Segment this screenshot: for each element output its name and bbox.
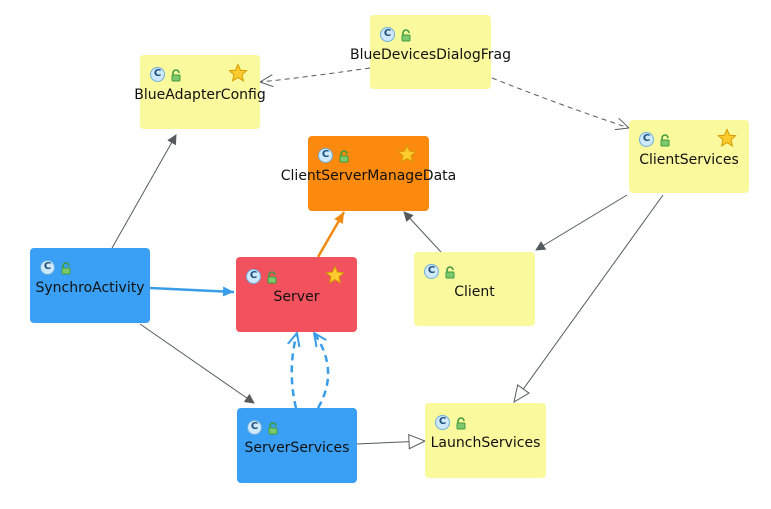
- class-icon: C: [247, 420, 262, 435]
- class-icon: C: [318, 148, 333, 163]
- class-name-label: LaunchServices: [430, 435, 541, 451]
- class-name-label: ClientServerManageData: [280, 168, 457, 184]
- class-name-label: SynchroActivity: [35, 280, 145, 296]
- edge-bluedevices-to-clientservices: [491, 77, 629, 128]
- edge-synchro-to-blueadapter: [111, 134, 177, 249]
- star-icon: [325, 265, 345, 285]
- unlocked-lock-icon: [443, 265, 457, 279]
- class-name-label: ClientServices: [639, 152, 739, 168]
- unlocked-lock-icon: [266, 421, 280, 435]
- edge-serverservices-to-server-b: [314, 333, 330, 409]
- node-client[interactable]: C Client: [414, 252, 535, 326]
- node-server[interactable]: C Server: [236, 257, 357, 332]
- class-name-label: BlueAdapterConfig: [134, 87, 266, 103]
- node-synchro-activity[interactable]: C SynchroActivity: [30, 248, 150, 323]
- node-server-services[interactable]: C ServerServices: [237, 408, 357, 483]
- unlocked-lock-icon: [337, 149, 351, 163]
- unlocked-lock-icon: [265, 270, 279, 284]
- node-launch-services[interactable]: C LaunchServices: [425, 403, 546, 478]
- unlocked-lock-icon: [658, 133, 672, 147]
- edge-clientservices-to-launchservices: [514, 194, 664, 402]
- node-client-server-manage-data[interactable]: C ClientServerManageData: [281, 136, 456, 211]
- class-icon: C: [40, 260, 55, 275]
- edge-synchro-to-server: [149, 286, 235, 297]
- edge-bluedevices-to-blueadapter: [260, 67, 371, 82]
- class-icon: C: [150, 67, 165, 82]
- edge-client-to-manage: [403, 211, 442, 253]
- star-icon: [228, 63, 248, 83]
- class-name-label: Client: [454, 284, 495, 300]
- edge-server-to-manage: [316, 211, 346, 258]
- edge-serverservices-to-server-a: [292, 333, 297, 409]
- class-icon: C: [424, 264, 439, 279]
- node-client-services[interactable]: C ClientServices: [629, 120, 749, 193]
- unlocked-lock-icon: [454, 416, 468, 430]
- unlocked-lock-icon: [59, 261, 73, 275]
- edge-clientservices-to-client: [535, 194, 628, 251]
- node-blue-adapter-config[interactable]: C BlueAdapterConfig: [134, 55, 266, 129]
- class-icon: C: [435, 415, 450, 430]
- star-icon: [717, 128, 737, 148]
- class-icon: C: [246, 269, 261, 284]
- unlocked-lock-icon: [169, 68, 183, 82]
- edge-serverservices-to-launchservices: [355, 441, 425, 444]
- class-icon: C: [639, 132, 654, 147]
- unlocked-lock-icon: [399, 28, 413, 42]
- node-blue-devices-dialog-frag[interactable]: C BlueDevicesDialogFrag: [350, 15, 511, 89]
- class-name-label: Server: [273, 289, 320, 305]
- edge-synchro-to-serverservices: [139, 323, 255, 404]
- star-icon: [397, 144, 417, 164]
- class-name-label: BlueDevicesDialogFrag: [350, 47, 511, 63]
- class-name-label: ServerServices: [244, 440, 350, 456]
- class-icon: C: [380, 27, 395, 42]
